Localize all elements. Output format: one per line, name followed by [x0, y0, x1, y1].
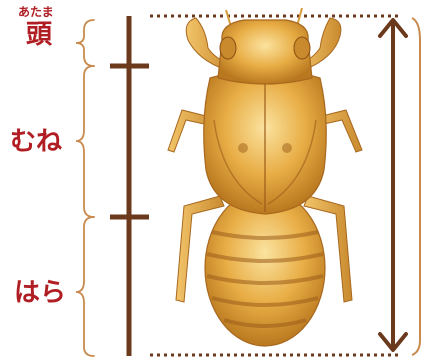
front-leg-right: [297, 17, 342, 71]
chest-label: むね: [10, 127, 63, 157]
head-label-ruby: あたま: [18, 5, 54, 19]
cicada-nymph-illustration: [167, 7, 363, 347]
head-label: 頭: [26, 20, 53, 50]
wing-pad-left: [213, 119, 263, 205]
chest-brace: [75, 65, 95, 218]
segment-ruler: [110, 16, 149, 356]
wing-pad-right: [267, 119, 317, 205]
right-bracket: [411, 17, 421, 356]
front-leg-left: [185, 17, 233, 71]
eye-left: [219, 36, 237, 60]
abdomen-label: はら: [14, 278, 67, 308]
thorax-spot-right: [282, 143, 292, 153]
abdomen-stripes: [206, 230, 324, 328]
length-arrow-top-head: [378, 18, 408, 38]
abdomen-brace: [75, 216, 95, 357]
segment-braces: [75, 19, 95, 357]
head: [217, 19, 313, 85]
hind-leg-left: [175, 195, 225, 303]
head-brace: [75, 19, 95, 67]
thorax-spot-left: [238, 143, 248, 153]
hind-leg-right: [303, 195, 353, 303]
eye-right: [293, 36, 311, 60]
length-arrow: [378, 18, 408, 352]
length-arrow-bottom-head: [378, 332, 408, 352]
